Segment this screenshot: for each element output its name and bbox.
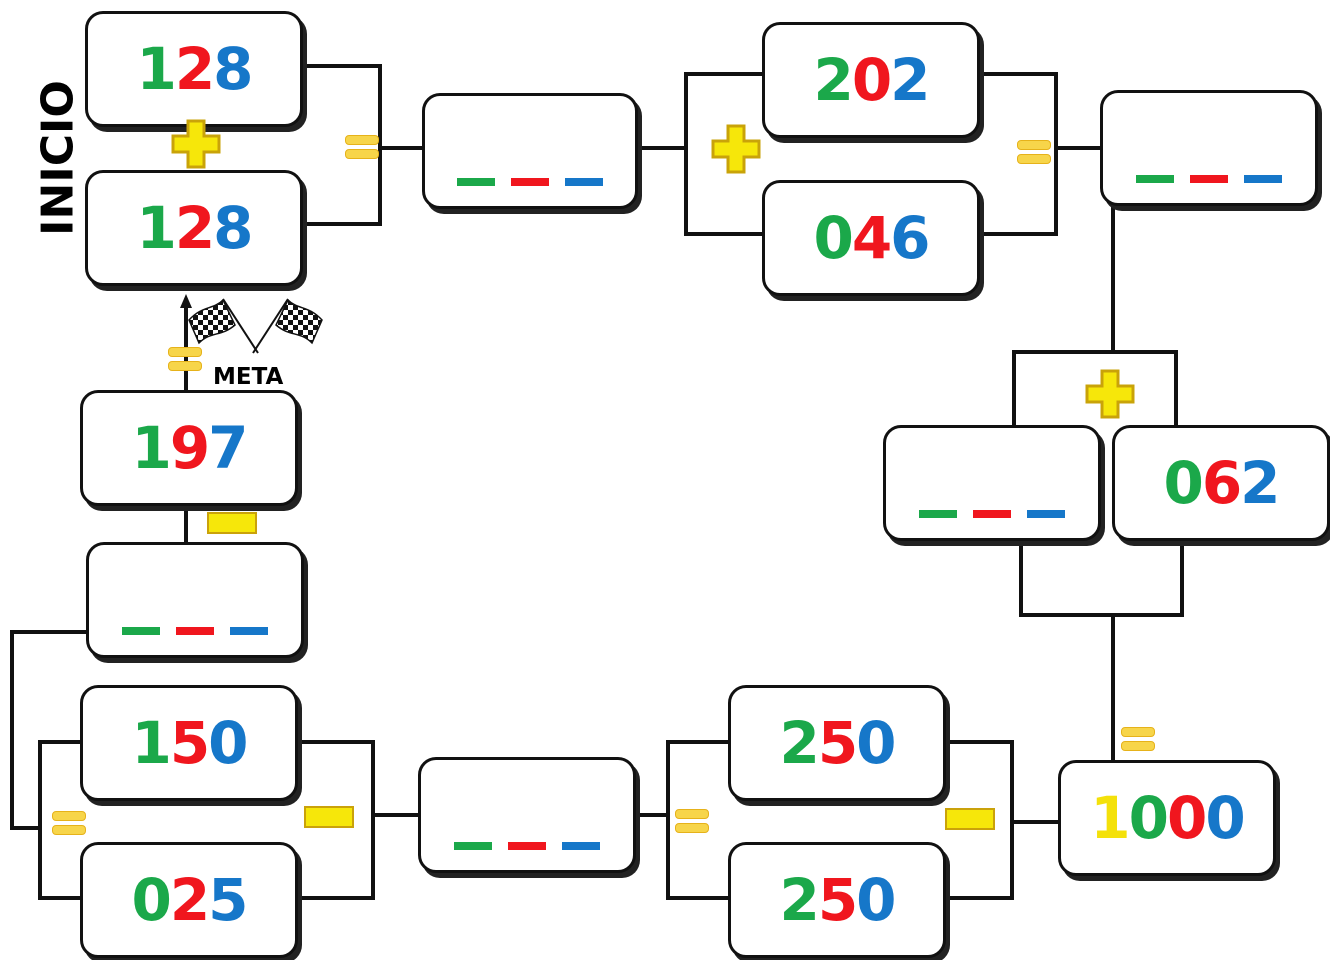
digit: 2: [779, 709, 819, 777]
answer-box-1[interactable]: [422, 93, 638, 209]
digit: 1: [1090, 784, 1130, 852]
digit: 2: [1240, 449, 1280, 517]
digit: 5: [169, 709, 210, 777]
digit-blank[interactable]: [508, 842, 546, 850]
digit: 2: [169, 866, 210, 934]
digit-blank[interactable]: [454, 842, 492, 850]
finish-label: META: [213, 364, 284, 390]
minus-icon: [304, 806, 354, 828]
plus-icon: [171, 119, 221, 169]
digit: 4: [851, 204, 892, 272]
equals-icon: [168, 347, 202, 375]
digit: 2: [779, 866, 819, 934]
digit: 1: [131, 709, 171, 777]
plus-icon: [1085, 369, 1135, 419]
digit: 8: [213, 194, 253, 262]
digit-blank[interactable]: [457, 178, 495, 186]
equals-icon: [52, 811, 86, 839]
digit-blank[interactable]: [919, 510, 957, 518]
minus-icon: [207, 512, 257, 534]
digit-blank[interactable]: [1027, 510, 1065, 518]
digit: 7: [208, 414, 248, 482]
digit: 0: [1167, 784, 1207, 852]
digit-blank[interactable]: [176, 627, 214, 635]
answer-box-4[interactable]: [418, 757, 636, 873]
digit: 5: [817, 866, 858, 934]
answer-box-2[interactable]: [1100, 90, 1318, 206]
digit: 6: [1201, 449, 1242, 517]
digit: 5: [208, 866, 248, 934]
digit: 2: [174, 194, 215, 262]
digit: 9: [169, 414, 210, 482]
start-label: INICIO: [32, 80, 84, 236]
digit-blank[interactable]: [565, 178, 603, 186]
equals-icon: [675, 809, 709, 837]
digit: 0: [856, 709, 896, 777]
digit: 0: [1163, 449, 1203, 517]
digit: 5: [817, 709, 858, 777]
digit-blank[interactable]: [1190, 175, 1228, 183]
digit-blank[interactable]: [973, 510, 1011, 518]
digit: 1: [136, 194, 176, 262]
digit: 0: [1205, 784, 1245, 852]
digit: 1: [131, 414, 171, 482]
digit-blank[interactable]: [122, 627, 160, 635]
equals-icon: [1121, 727, 1155, 755]
checkered-flags-icon: [188, 298, 323, 354]
digit-blank[interactable]: [511, 178, 549, 186]
plus-icon: [711, 124, 761, 174]
digit: 6: [890, 204, 930, 272]
digit: 1: [136, 35, 176, 103]
answer-box-5[interactable]: [86, 542, 304, 658]
digit: 0: [856, 866, 896, 934]
digit-blank[interactable]: [230, 627, 268, 635]
digit: 2: [890, 46, 930, 114]
arrow-up-icon: [180, 294, 192, 308]
equals-icon: [1017, 140, 1051, 168]
digit: 2: [174, 35, 215, 103]
digit: 2: [813, 46, 853, 114]
digit-blank[interactable]: [1244, 175, 1282, 183]
digit: 0: [851, 46, 892, 114]
digit: 0: [131, 866, 171, 934]
digit: 0: [813, 204, 853, 272]
digit: 8: [213, 35, 253, 103]
digit: 0: [208, 709, 248, 777]
digit-blank[interactable]: [562, 842, 600, 850]
equals-icon: [345, 135, 379, 163]
digit-blank[interactable]: [1136, 175, 1174, 183]
minus-icon: [945, 808, 995, 830]
digit: 0: [1128, 784, 1169, 852]
answer-box-3[interactable]: [883, 425, 1101, 541]
